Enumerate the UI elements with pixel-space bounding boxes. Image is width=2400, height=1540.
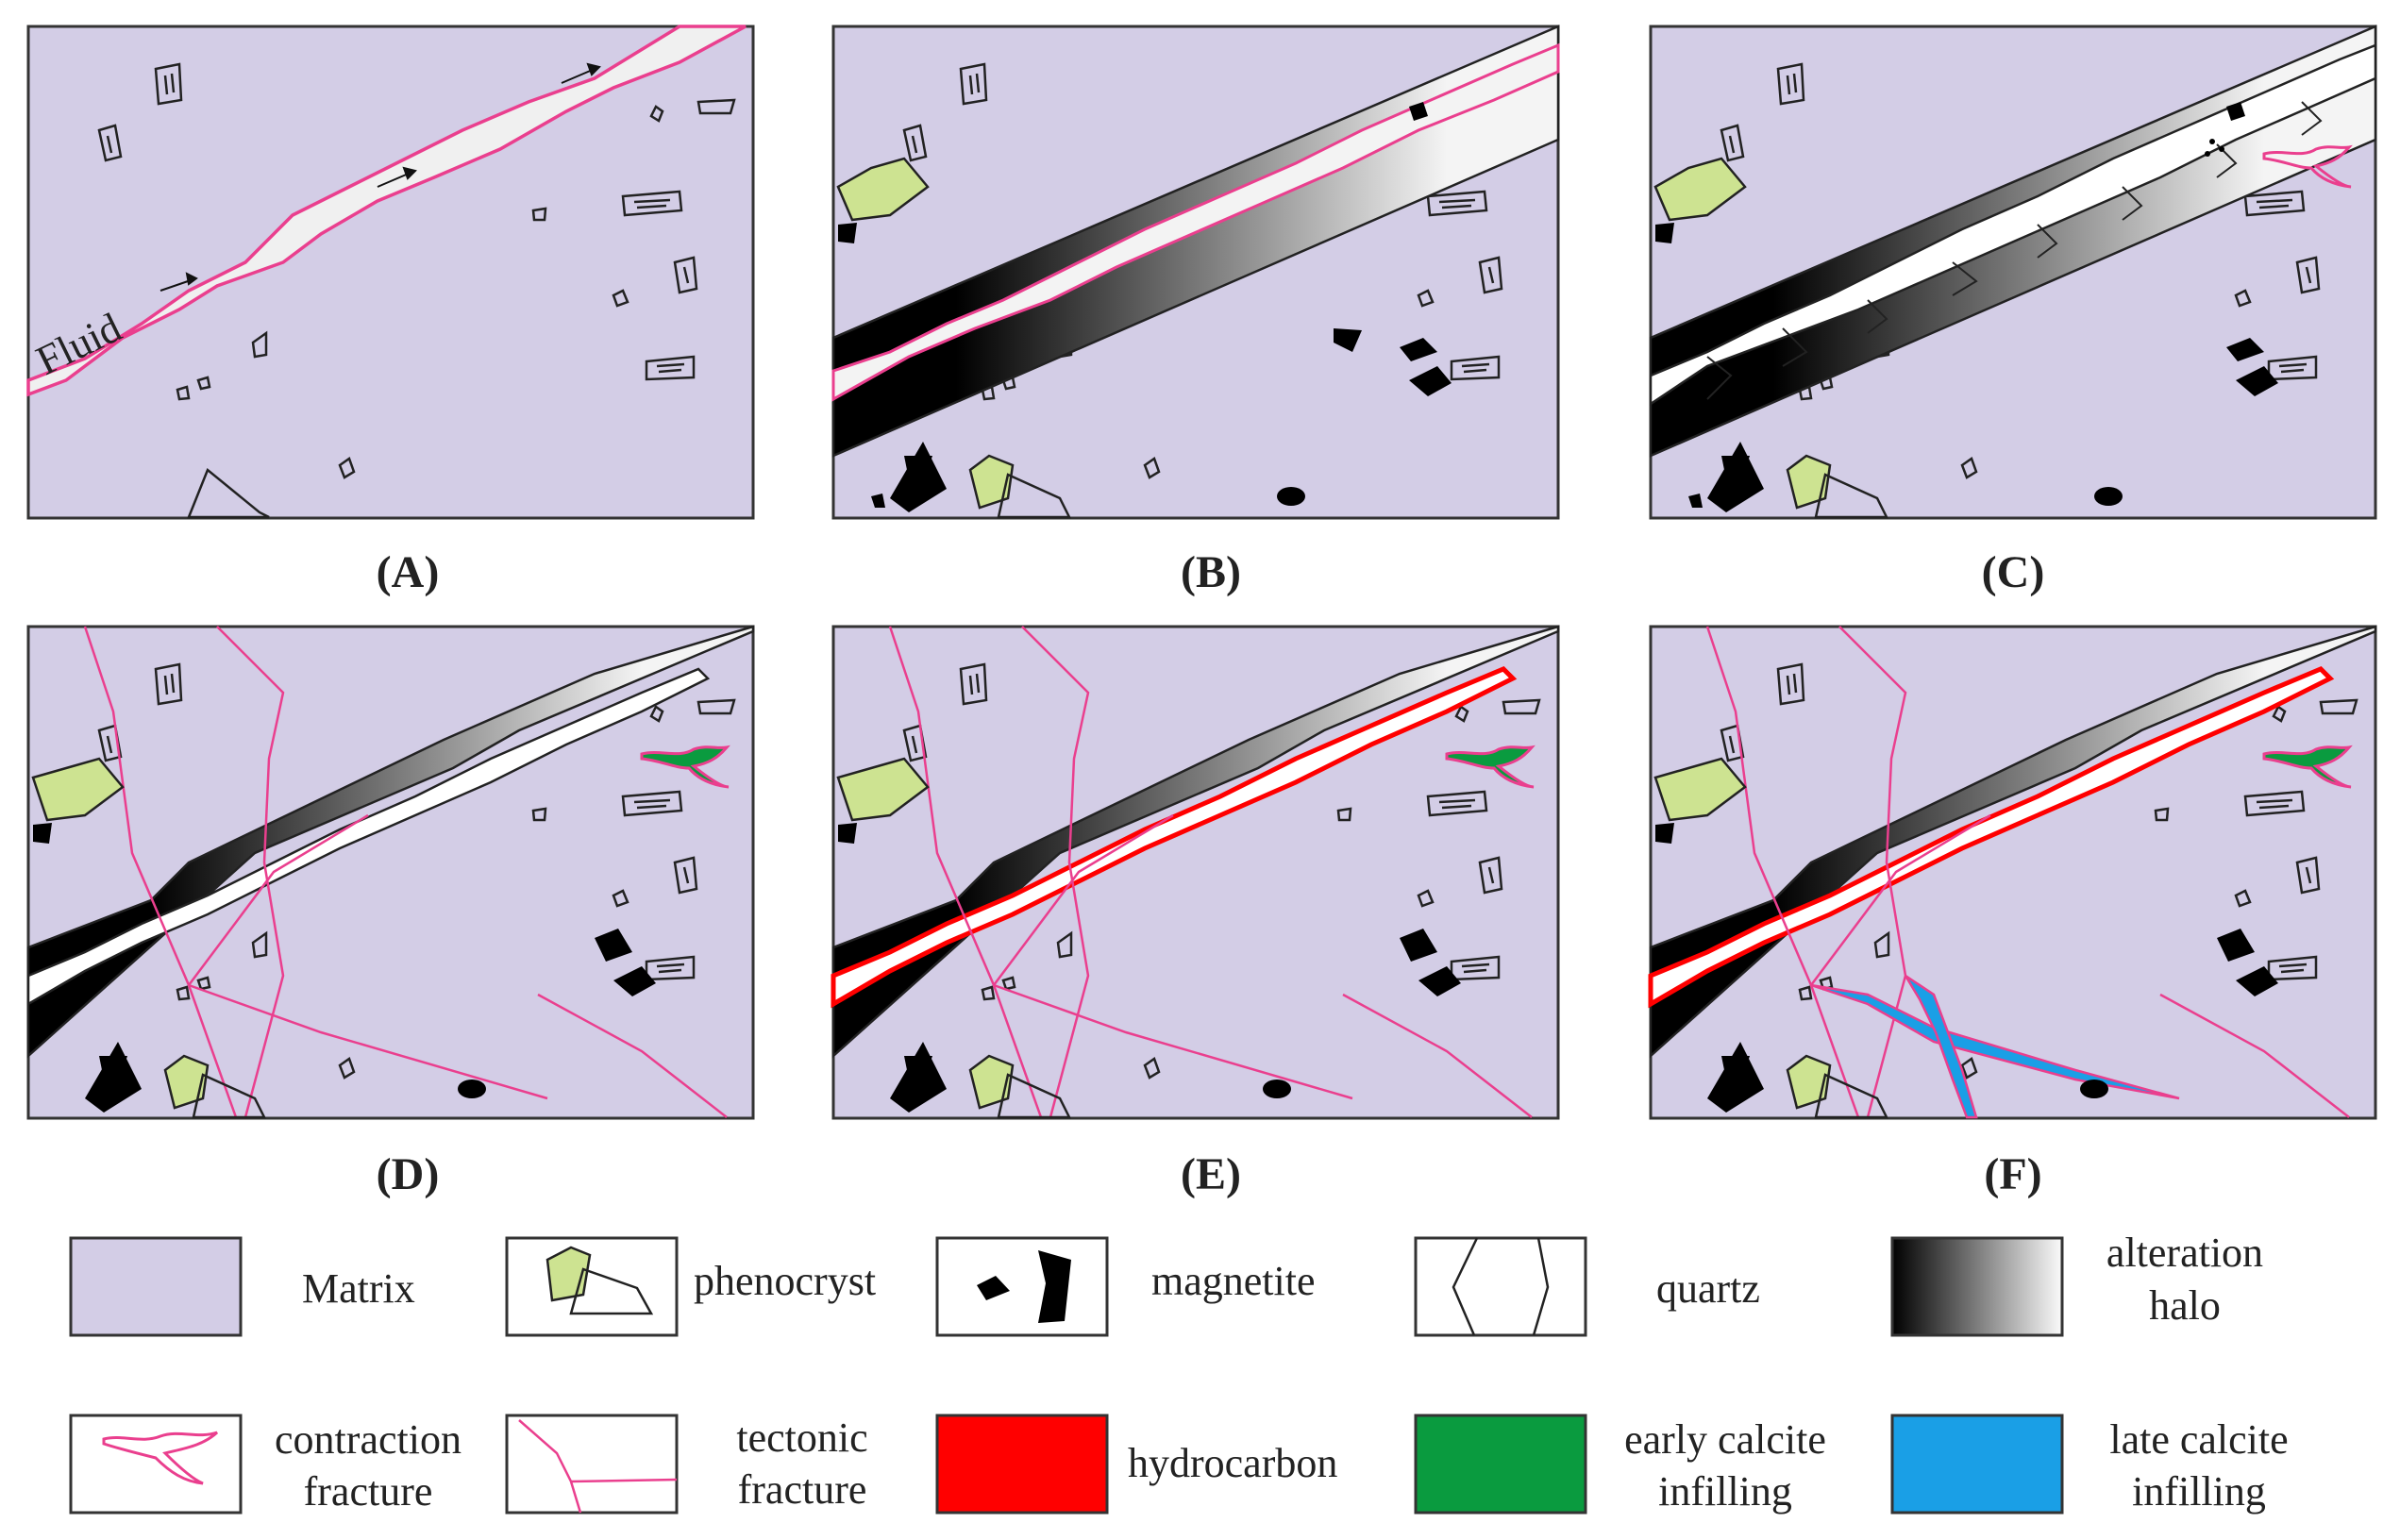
legend-item-magnetite: magnetite — [935, 1236, 1316, 1337]
legend-item-phenocryst: phenocryst — [505, 1236, 876, 1337]
legend-label-late-calcite-2: infilling — [2132, 1468, 2266, 1515]
legend-item-early-calcite: early calcite infilling — [1414, 1414, 1826, 1515]
legend-item-contraction-fracture: contraction fracture — [69, 1414, 462, 1515]
magnetite-swatch — [935, 1236, 1109, 1337]
legend-label-late-calcite-1: late calcite — [2109, 1416, 2288, 1463]
legend-label-tectonic-1: tectonic — [736, 1414, 867, 1461]
legend-label-early-calcite-1: early calcite — [1624, 1416, 1826, 1463]
legend-item-matrix: Matrix — [69, 1236, 415, 1337]
matrix-swatch — [69, 1236, 243, 1337]
panel-A: Fluid — [26, 25, 755, 520]
legend-label-contraction-2: fracture — [304, 1468, 433, 1515]
panel-label-C: (C) — [1982, 547, 2045, 597]
legend-item-alteration-halo: alteration halo — [1890, 1230, 2263, 1337]
tectonic-fracture-swatch — [505, 1414, 679, 1515]
legend-label-magnetite: magnetite — [1151, 1258, 1316, 1304]
legend-label-alteration-2: halo — [2149, 1282, 2221, 1329]
fluid-channel — [26, 25, 747, 397]
panel-E — [831, 625, 1560, 1120]
panel-label-B: (B) — [1181, 547, 1241, 597]
legend-item-tectonic-fracture: tectonic fracture — [505, 1414, 868, 1515]
panel-label-E: (E) — [1181, 1149, 1241, 1199]
panel-label-F: (F) — [1984, 1149, 2041, 1199]
legend-item-hydrocarbon: hydrocarbon — [935, 1414, 1337, 1515]
alteration-halo-swatch — [1890, 1236, 2064, 1337]
panel-F — [1648, 625, 2377, 1120]
quartz-swatch — [1414, 1236, 1587, 1337]
legend-label-contraction-1: contraction — [275, 1416, 462, 1463]
phenocryst-swatch — [505, 1236, 679, 1337]
panel-label-A: (A) — [377, 547, 440, 597]
hydrocarbon-swatch — [935, 1414, 1109, 1515]
panel-D — [26, 625, 755, 1120]
legend-item-late-calcite: late calcite infilling — [1890, 1414, 2289, 1515]
legend-label-hydrocarbon: hydrocarbon — [1128, 1440, 1337, 1486]
legend: Matrix phenocryst magnetite quartz alter… — [69, 1230, 2289, 1515]
legend-label-early-calcite-2: infilling — [1658, 1468, 1792, 1515]
legend-label-alteration-1: alteration — [2106, 1230, 2263, 1276]
legend-label-quartz: quartz — [1656, 1265, 1760, 1312]
panel-label-D: (D) — [377, 1149, 440, 1199]
panel-B — [831, 25, 1560, 520]
contraction-fracture-swatch — [69, 1414, 243, 1515]
early-calcite-swatch — [1414, 1414, 1587, 1515]
late-calcite-vein-2 — [1904, 974, 1978, 1119]
legend-item-quartz: quartz — [1414, 1236, 1760, 1337]
legend-label-phenocryst: phenocryst — [694, 1258, 876, 1304]
late-calcite-swatch — [1890, 1414, 2064, 1515]
panel-C — [1649, 25, 2377, 520]
legend-label-tectonic-2: fracture — [738, 1466, 867, 1513]
late-calcite-vein-1 — [1810, 983, 2180, 1100]
legend-label-matrix: Matrix — [302, 1265, 415, 1312]
